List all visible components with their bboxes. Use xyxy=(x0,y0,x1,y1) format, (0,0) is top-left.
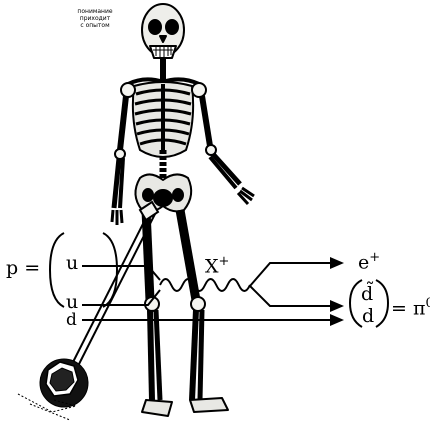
arrow-positron xyxy=(330,257,344,269)
proton-label: p = xyxy=(6,259,40,278)
right-arm xyxy=(192,83,254,204)
positron-label: e+ xyxy=(358,251,380,272)
quark-d: d xyxy=(66,312,77,329)
caption-line-1: понимание xyxy=(60,8,130,15)
caption-line-2: приходит xyxy=(60,15,130,22)
line-d-tilde xyxy=(250,286,330,306)
boson-wavy-line xyxy=(160,279,250,291)
positron-symbol: e xyxy=(358,251,369,273)
pion-charge: 0 xyxy=(425,296,430,311)
boson-label: X+ xyxy=(205,255,229,276)
caption-line-3: с опытом xyxy=(60,22,130,29)
arrow-d-tilde xyxy=(330,300,344,312)
ball-and-chain xyxy=(18,202,158,420)
ball xyxy=(40,359,88,407)
quark-d-tilde: d̃ xyxy=(361,285,373,304)
quark-d-out: d xyxy=(362,307,374,326)
caption: понимание приходит с опытом xyxy=(60,8,130,29)
positron-charge: + xyxy=(369,250,380,265)
pelvis xyxy=(135,174,191,211)
boson-symbol: X xyxy=(205,255,219,277)
arrow-d xyxy=(330,314,344,326)
pion-eq: = π xyxy=(391,297,425,319)
right-leg xyxy=(180,210,228,412)
pion-label: = π0 xyxy=(391,297,430,318)
left-leg xyxy=(142,210,172,416)
rib-cage xyxy=(133,82,193,157)
line-positron xyxy=(250,263,330,286)
skull xyxy=(142,4,184,58)
left-arm xyxy=(112,83,135,225)
boson-charge: + xyxy=(219,254,230,269)
quark-u-1: u xyxy=(66,254,78,273)
